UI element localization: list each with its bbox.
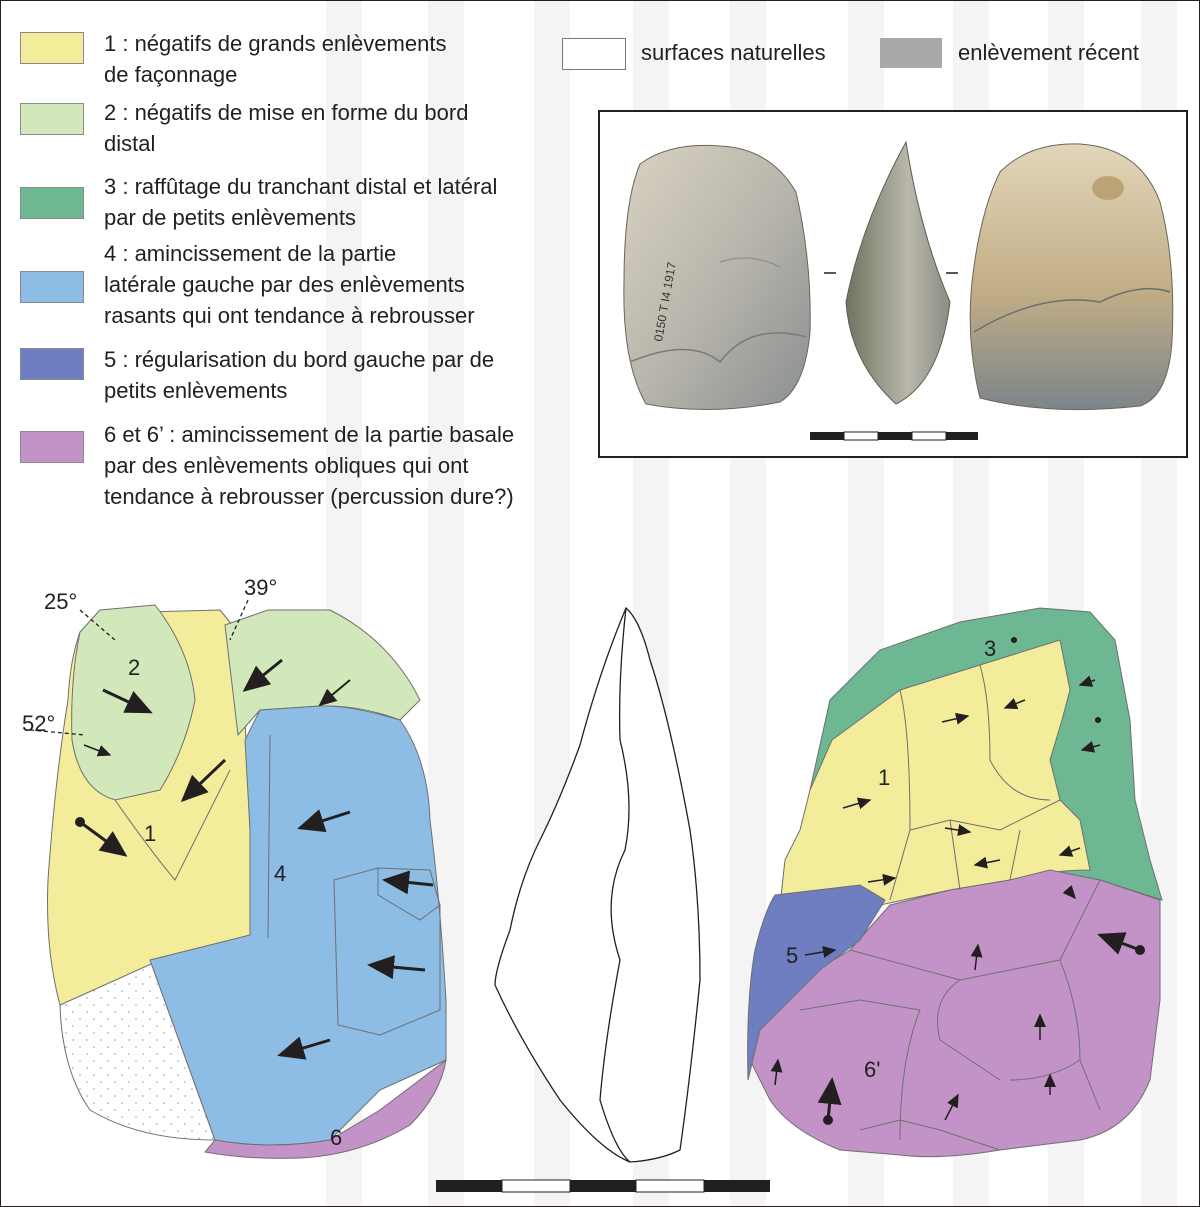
right-zone-label-1: 1: [878, 765, 891, 790]
photo-scale-bar: [810, 431, 978, 441]
legend-swatch-2: [20, 103, 84, 135]
legend-swatch-6: [20, 431, 84, 463]
recent-removal-label: enlèvement récent: [958, 40, 1139, 65]
legend-text-4: 4 : amincissement de la partie latérale …: [104, 241, 475, 328]
legend-text-2: 2 : négatifs de mise en forme du bord di…: [104, 100, 469, 156]
left-zone-label-1: 1: [144, 821, 157, 846]
right-zone-label-6p: 6': [864, 1057, 881, 1082]
legend-swatch-4: [20, 271, 84, 303]
legend-text-5: 5 : régularisation du bord gauche par de…: [104, 347, 495, 403]
photo-biface-face-b: [969, 143, 1174, 411]
natural-surface-label: surfaces naturelles: [641, 40, 826, 65]
angle-label-39: 39°: [244, 575, 278, 600]
legend-swatch-1: [20, 32, 84, 64]
legend-text-1: 1 : négatifs de grands enlèvements de fa…: [104, 31, 447, 87]
photo-biface-profile: [845, 140, 951, 405]
angle-label-25: 25°: [44, 589, 78, 614]
angle-label-52: 52°: [22, 711, 56, 736]
recent-removal-swatch: [880, 38, 942, 68]
natural-surface-swatch: [562, 38, 626, 70]
legend-text-3: 3 : raffûtage du tranchant distal et lat…: [104, 174, 498, 230]
photo-views: 0150 T I4 1917: [623, 140, 1174, 441]
photo-panel: 0150 T I4 1917: [598, 110, 1188, 458]
left-zone-label-6: 6: [330, 1125, 343, 1150]
legend-text-6: 6 et 6’ : amincissement de la partie bas…: [104, 422, 515, 509]
photo-biface-face-a: [623, 144, 811, 410]
left-zone-label-4: 4: [274, 861, 287, 886]
right-zone-label-3: 3: [984, 636, 997, 661]
legend-swatch-3: [20, 187, 84, 219]
right-zone-label-5: 5: [786, 943, 799, 968]
left-zone-label-2: 2: [128, 655, 141, 680]
legend-swatch-5: [20, 348, 84, 380]
